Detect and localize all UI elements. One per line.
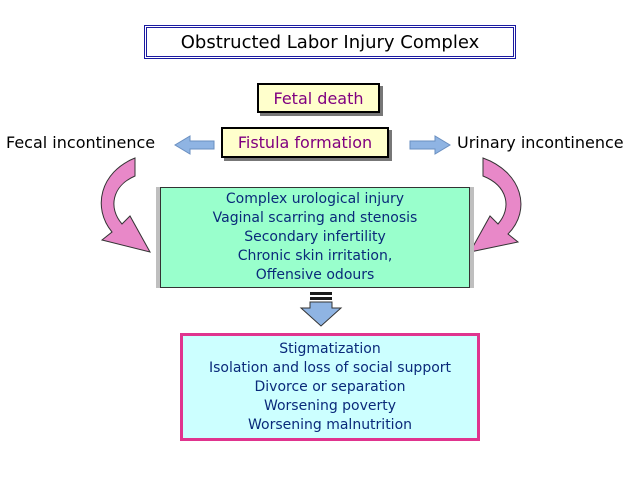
injury-line: Chronic skin irritation, <box>237 248 393 264</box>
social-line: Worsening malnutrition <box>247 416 413 433</box>
urinary-incontinence-label: Urinary incontinence <box>457 133 624 152</box>
right-curved-arrow-icon <box>469 157 522 253</box>
physical-injury-box: Complex urological injury Vaginal scarri… <box>160 187 470 288</box>
injury-line: Vaginal scarring and stenosis <box>212 210 418 226</box>
injury-line: Secondary infertility <box>244 229 386 245</box>
left-arrow-icon <box>174 135 215 155</box>
injury-line: Offensive odours <box>255 267 375 283</box>
left-curved-arrow-icon <box>100 157 151 253</box>
right-arrow-icon <box>409 135 451 155</box>
down-arrow-icon <box>299 292 343 327</box>
social-consequences-box: Stigmatization Isolation and loss of soc… <box>180 333 480 441</box>
social-line: Divorce or separation <box>254 378 406 395</box>
fistula-formation-box: Fistula formation <box>221 127 389 158</box>
social-line: Worsening poverty <box>263 397 397 414</box>
fetal-death-box: Fetal death <box>257 83 380 113</box>
injury-line: Complex urological injury <box>225 191 405 207</box>
fecal-incontinence-label: Fecal incontinence <box>6 133 156 152</box>
diagram-title: Obstructed Labor Injury Complex <box>144 25 516 59</box>
social-line: Isolation and loss of social support <box>208 359 452 376</box>
social-line: Stigmatization <box>279 340 381 357</box>
